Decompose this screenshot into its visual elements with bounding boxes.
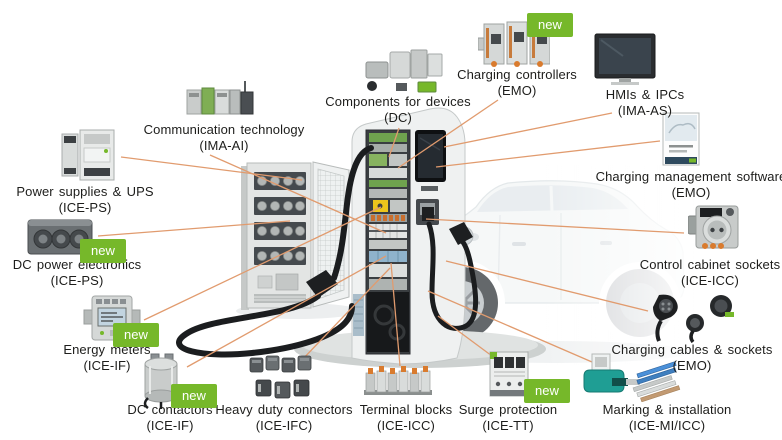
product-code: (ICE-PS) [58,200,112,215]
label-charging-controllers[interactable]: Charging controllers (EMO) [457,67,577,99]
product-code: (EMO) [497,83,537,98]
product-name[interactable]: Marking & installation [602,402,732,417]
charging-cables-product-image[interactable] [645,293,745,348]
product-name[interactable]: Power supplies & UPS [16,184,154,199]
product-code: (IMA-AI) [199,138,249,153]
new-badge-charging-controllers: new [527,13,573,37]
product-name[interactable]: Surge protection [458,402,558,417]
new-badge-surge-protection: new [524,379,570,403]
power-supplies-product-image[interactable] [60,126,118,189]
product-name[interactable]: Charging controllers [457,67,577,82]
cabinet-socket-product-image[interactable] [687,200,744,259]
new-badge-dc-contactors: new [171,384,217,408]
label-surge-protection[interactable]: Surge protection (ICE-TT) [459,402,558,434]
label-energy-meters[interactable]: Energy meters (ICE-IF) [63,342,150,374]
marking-installation-product-image[interactable] [582,352,684,407]
label-charging-management-software[interactable]: Charging management software (EMO) [596,169,782,201]
heavy-duty-connectors-product-image[interactable] [246,354,318,407]
label-control-cabinet-sockets[interactable]: Control cabinet sockets (ICE-ICC) [640,257,780,289]
terminal-blocks-product-image[interactable] [362,364,436,407]
product-name[interactable]: Terminal blocks [359,402,453,417]
product-code: (ICE-TT) [482,418,534,433]
hmi-ipc-product-image[interactable] [593,32,657,93]
label-marking-installation[interactable]: Marking & installation (ICE-MI/ICC) [603,402,732,434]
surge-protection-product-image[interactable] [482,348,536,409]
car-charging-plug-illustration [449,222,473,245]
product-name[interactable]: Components for devices [325,94,471,109]
product-name[interactable]: Heavy duty connectors [215,402,353,417]
product-code: (ICE-ICC) [377,418,435,433]
charging-gun-illustration [306,270,338,298]
label-communication-technology[interactable]: Communication technology (IMA-AI) [144,122,305,154]
product-name[interactable]: Control cabinet sockets [639,257,781,272]
product-code: (ICE-ICC) [681,273,739,288]
label-charging-cables-sockets[interactable]: Charging cables & sockets (EMO) [612,342,773,374]
product-name[interactable]: Communication technology [143,122,305,137]
label-heavy-duty-connectors[interactable]: Heavy duty connectors (ICE-IFC) [215,402,352,434]
product-code: (ICE-PS) [50,273,104,288]
product-code: (ICE-MI/ICC) [628,418,706,433]
product-code: (ICE-IFC) [255,418,313,433]
charging-cable-illustration [176,145,479,358]
product-name[interactable]: Charging cables & sockets [611,342,773,357]
charging-software-product-image[interactable] [661,111,703,172]
new-badge-energy-meters: new [113,323,159,347]
product-code: (ICE-IF) [146,418,194,433]
station-display-screen [415,130,446,191]
label-components-for-devices[interactable]: Components for devices (DC) [325,94,470,126]
product-code: (EMO) [671,185,711,200]
label-terminal-blocks[interactable]: Terminal blocks (ICE-ICC) [360,402,453,434]
label-hmis-ipcs[interactable]: HMIs & IPCs (IMA-AS) [606,87,685,119]
product-code: (DC) [384,110,412,125]
charging-station-illustration [351,107,466,365]
components-for-devices-product-image[interactable] [356,46,448,99]
control-cabinet-illustration [236,161,360,319]
product-name[interactable]: Charging management software [595,169,782,184]
label-power-supplies[interactable]: Power supplies & UPS (ICE-PS) [16,184,153,216]
new-badge-dc-power-electronics: new [80,239,126,263]
callout-lines [97,99,685,368]
station-internal-components [367,133,409,352]
product-name[interactable]: HMIs & IPCs [605,87,685,102]
product-code: (EMO) [672,358,712,373]
product-code: (IMA-AS) [617,103,673,118]
communication-product-image[interactable] [186,80,254,123]
product-code: (ICE-IF) [83,358,131,373]
